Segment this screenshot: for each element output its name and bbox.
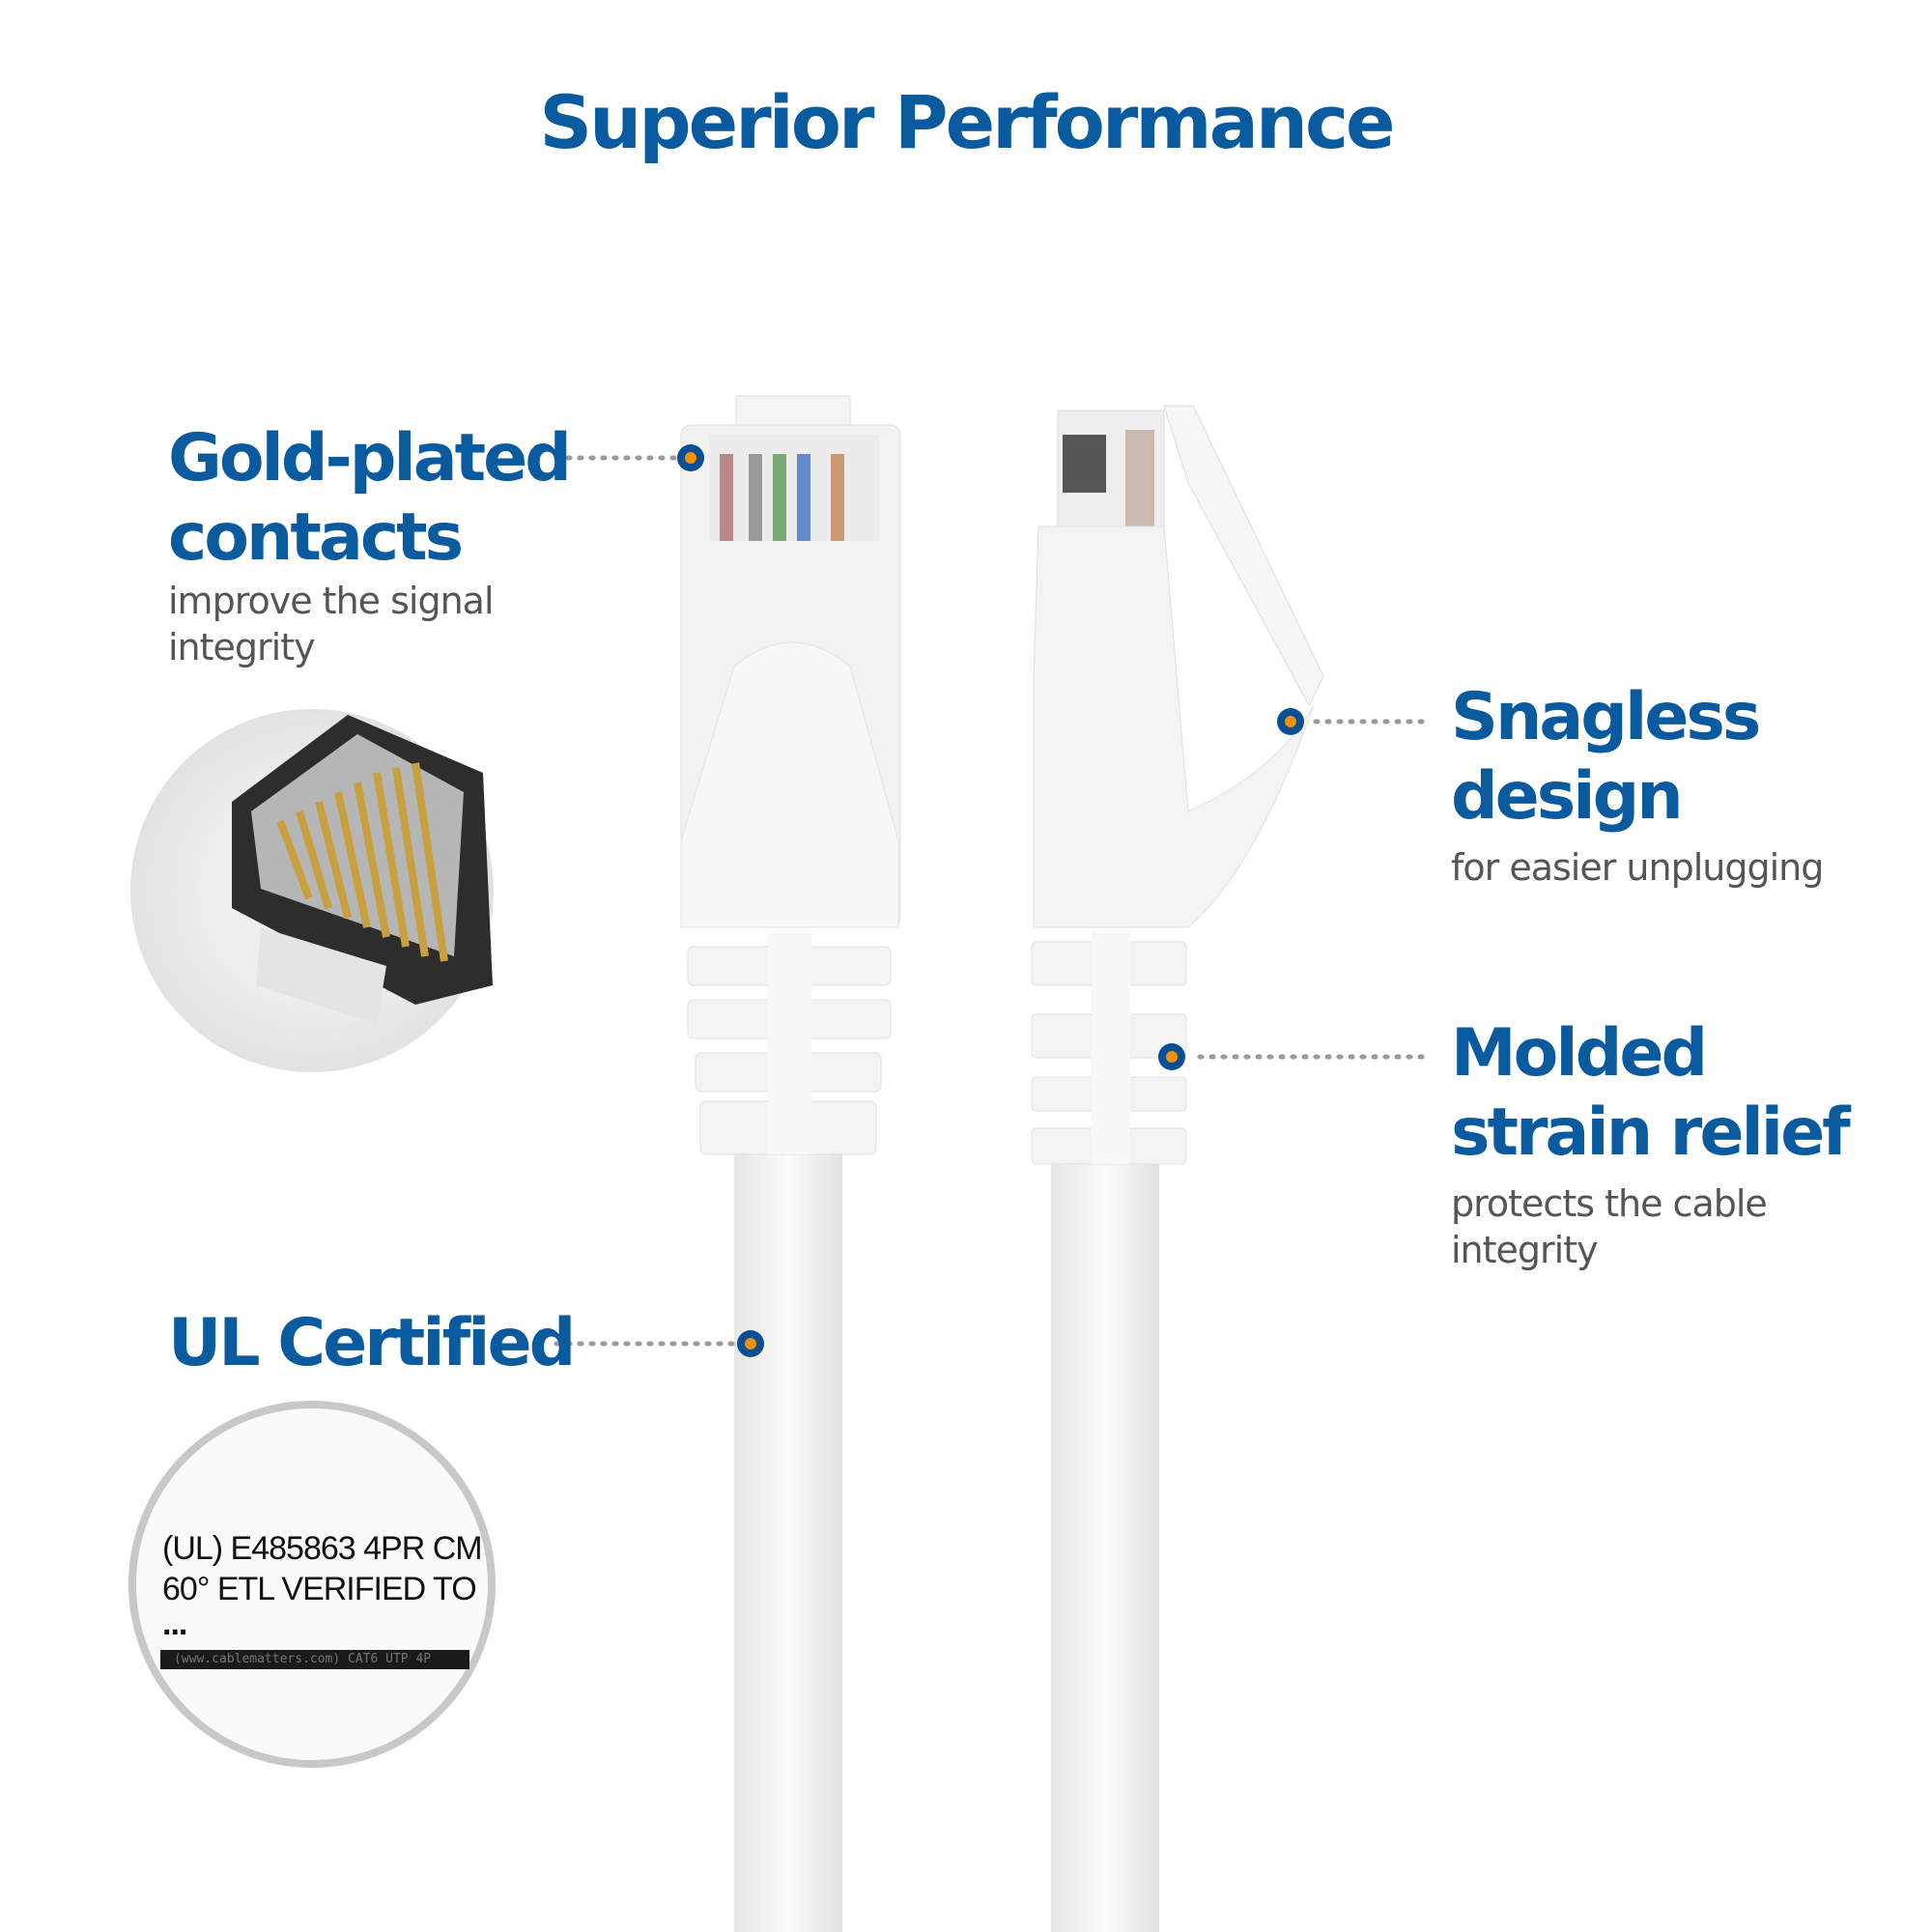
feature-desc-contacts: improve the signal integrity — [168, 578, 495, 670]
dot-icon — [1277, 708, 1304, 735]
left-cable — [734, 1150, 842, 1932]
feature-heading-contacts: Gold-plated contacts — [168, 419, 572, 578]
gold-contacts-inset — [130, 709, 494, 1072]
heading-line: contacts — [168, 499, 464, 576]
desc-line: integrity — [168, 626, 316, 668]
desc-line: for easier unplugging — [1451, 846, 1824, 889]
right-connector — [1031, 405, 1324, 1165]
heading-line: Gold-plated — [168, 420, 572, 497]
ul-line: 60° ETL VERIFIED TO — [162, 1571, 477, 1607]
desc-line: integrity — [1451, 1229, 1599, 1271]
heading-line: UL Certified — [168, 1305, 576, 1381]
feature-heading-snagless: Snagless design — [1451, 678, 1761, 837]
heading-line: strain relief — [1451, 1094, 1851, 1171]
heading-line: Snagless — [1451, 679, 1761, 755]
desc-line: protects the cable — [1451, 1182, 1768, 1225]
right-cable — [1051, 1159, 1159, 1932]
ul-inset-text: (UL) E485863 4PR CM 60° ETL VERIFIED TO … — [162, 1528, 483, 1642]
heading-line: Molded — [1451, 1015, 1708, 1092]
feature-desc-strain-relief: protects the cable integrity — [1451, 1180, 1768, 1273]
cable-print: (www.cablematters.com) CAT6 UTP 4P — [174, 1652, 432, 1666]
desc-line: improve the signal — [168, 580, 495, 622]
callout-dot-icons — [677, 444, 1304, 1357]
page-title: Superior Performance — [539, 79, 1395, 165]
ul-line: (UL) E485863 4PR CM — [162, 1530, 483, 1567]
feature-desc-snagless: for easier unplugging — [1451, 844, 1824, 891]
feature-heading-ul: UL Certified — [168, 1304, 576, 1383]
dot-icon — [677, 444, 704, 471]
dot-icon — [737, 1330, 764, 1357]
heading-line: design — [1451, 758, 1684, 835]
ul-inset — [128, 1401, 496, 1768]
left-connector — [680, 395, 901, 1155]
feature-heading-strain-relief: Molded strain relief — [1451, 1014, 1851, 1173]
ul-line: ... — [162, 1605, 187, 1642]
dot-icon — [1158, 1043, 1185, 1070]
